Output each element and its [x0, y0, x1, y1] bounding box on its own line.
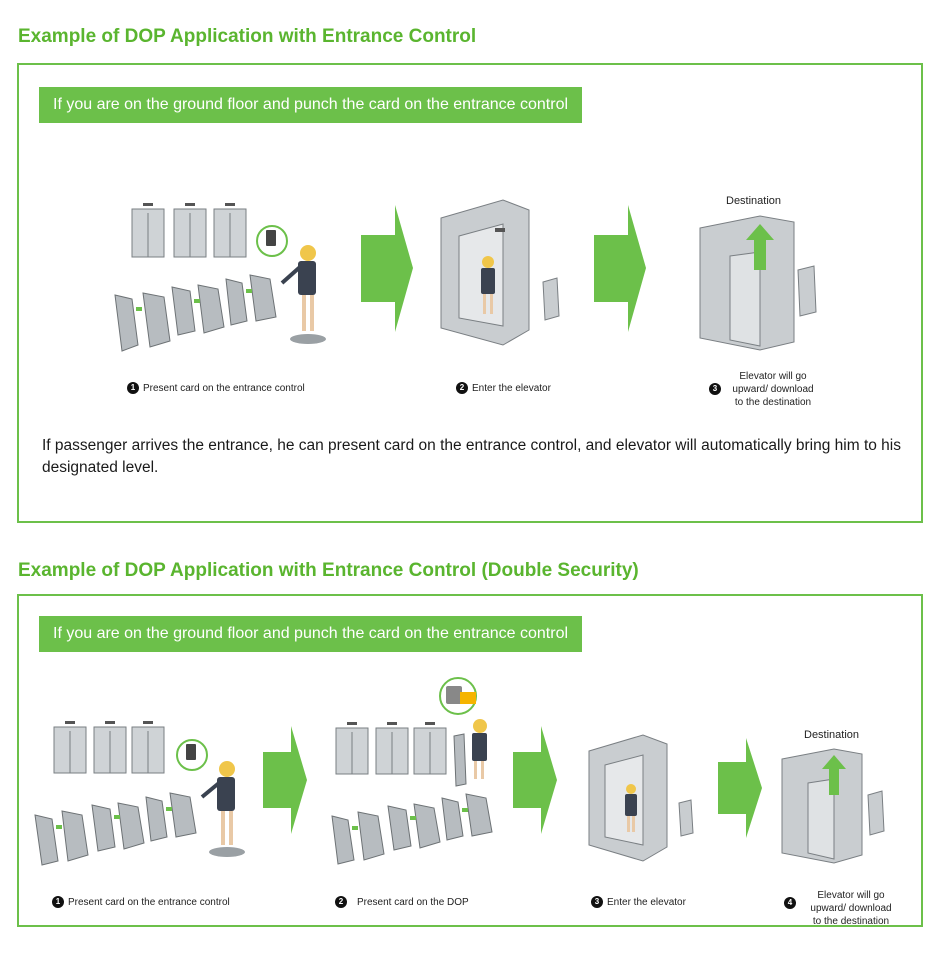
- right-arrow-icon: [718, 738, 762, 838]
- step-number: 2: [335, 896, 347, 908]
- elevator-cabin-illustration: [588, 734, 694, 862]
- step-label: Enter the elevator: [472, 382, 551, 394]
- elevator-up-illustration: [699, 215, 817, 351]
- right-arrow-icon: [263, 726, 307, 834]
- right-arrow-icon: [594, 205, 646, 332]
- step-label-line: Elevator will go: [739, 371, 807, 382]
- destination-label: Destination: [726, 195, 782, 207]
- step-number: 3: [591, 896, 603, 908]
- step-number: 4: [784, 897, 796, 909]
- elevator-cabin-illustration: [440, 199, 560, 346]
- step-2: 2 Enter the elevator: [456, 382, 551, 394]
- step-4: Elevator will go upward/ download to the…: [796, 889, 906, 928]
- step-1: 1 Present card on the entrance control: [52, 896, 230, 908]
- section-2-banner: If you are on the ground floor and punch…: [39, 616, 583, 652]
- turnstile-scene-illustration: [34, 721, 245, 866]
- step-3: Elevator will go upward/ download to the…: [718, 370, 828, 409]
- step-label: Enter the elevator: [607, 896, 686, 908]
- section-2-title: Example of DOP Application with Entrance…: [18, 560, 639, 581]
- step-label-line: upward/ download: [810, 903, 892, 914]
- step-label: Present card on the entrance control: [143, 382, 305, 394]
- turnstile-scene-illustration: [114, 203, 326, 352]
- step-label-line: Elevator will go: [817, 890, 885, 901]
- step-label: Present card on the DOP: [357, 896, 469, 908]
- step-number: 3: [709, 383, 721, 395]
- step-number: 1: [127, 382, 139, 394]
- dop-scene-illustration: [331, 677, 493, 865]
- section-1-banner: If you are on the ground floor and punch…: [39, 87, 583, 123]
- section-1-description: If passenger arrives the entrance, he ca…: [42, 437, 901, 476]
- step-label-line: to the destination: [734, 397, 812, 408]
- section-1-panel: [17, 63, 923, 523]
- step-label-line: to the destination: [812, 916, 890, 927]
- step-1: 1 Present card on the entrance control: [127, 382, 305, 394]
- right-arrow-icon: [513, 726, 557, 834]
- step-number: 2: [456, 382, 468, 394]
- step-3: 3 Enter the elevator: [591, 896, 686, 908]
- section-2-panel: [17, 594, 923, 927]
- step-2: 2 Present card on the DOP: [335, 896, 469, 908]
- step-label-line: upward/ download: [732, 384, 814, 395]
- destination-label: Destination: [804, 729, 860, 741]
- section-1-title: Example of DOP Application with Entrance…: [18, 26, 477, 47]
- step-number: 1: [52, 896, 64, 908]
- right-arrow-icon: [361, 205, 413, 332]
- elevator-up-illustration: [781, 748, 885, 864]
- step-label: Present card on the entrance control: [68, 896, 230, 908]
